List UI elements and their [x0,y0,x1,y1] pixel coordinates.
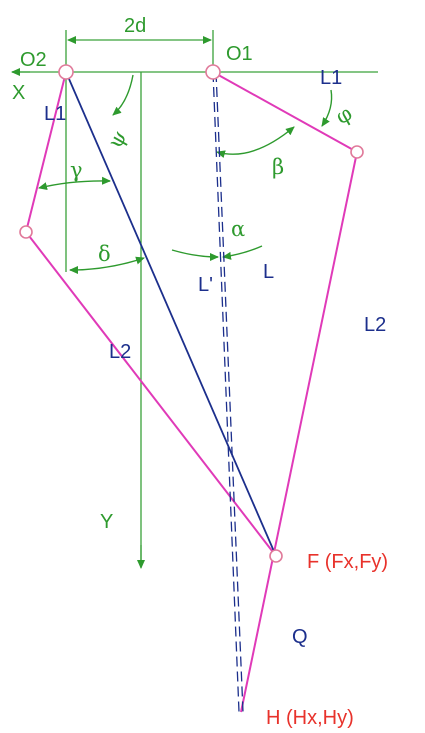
point-f-label: F (Fx,Fy) [307,551,388,573]
spacing-label: 2d [124,15,146,37]
l-label: L [263,261,274,283]
joint-left-elbow [19,225,33,239]
dashed-line-b [215,71,244,713]
l-prime-label: L' [198,274,213,296]
alpha-arc-right [222,245,263,260]
construction-lines [11,30,378,569]
angle-arcs [38,74,333,274]
gamma-arc [38,176,111,191]
link-l2-right [240,151,358,713]
link-l2-right-label: L2 [364,314,386,336]
delta-arc [69,256,145,274]
gamma-label: γ [70,158,83,182]
psi-label: ψ [103,126,132,152]
diagonal-o2-f [65,71,277,557]
link-l1-right [212,71,358,153]
link-l1-left-label: L1 [44,103,66,125]
joint-o2 [58,64,74,80]
pivot-o2-label: O2 [20,49,47,71]
dashed-line-a [212,71,240,713]
link-l1-right-label: L1 [320,67,342,89]
link-l1-left [25,71,67,233]
pivot-o1-label: O1 [226,43,253,65]
point-h-label: H (Hx,Hy) [266,707,354,729]
alpha-label: α [231,217,245,241]
beta-arc [216,126,295,159]
joint-o1 [205,64,221,80]
beta-label: β [272,155,284,179]
alpha-arc [171,249,219,261]
joint-right-elbow [350,145,364,159]
delta-label: δ [98,242,111,266]
dashed-o1-h [212,71,244,713]
links [25,71,358,713]
phi-arc [321,89,333,127]
phi-label: φ [331,101,356,129]
q-label: Q [292,626,308,648]
link-l2-left [25,231,277,557]
psi-arc [112,74,134,116]
joint-f [269,549,283,563]
x-axis-label: X [12,82,25,104]
y-axis-label: Y [100,511,113,533]
joints [19,64,364,563]
labels: 2d O2 O1 X Y L1 L1 L2 L2 L' L Q F (Fx,Fy… [12,15,388,729]
link-l2-left-label: L2 [109,341,131,363]
